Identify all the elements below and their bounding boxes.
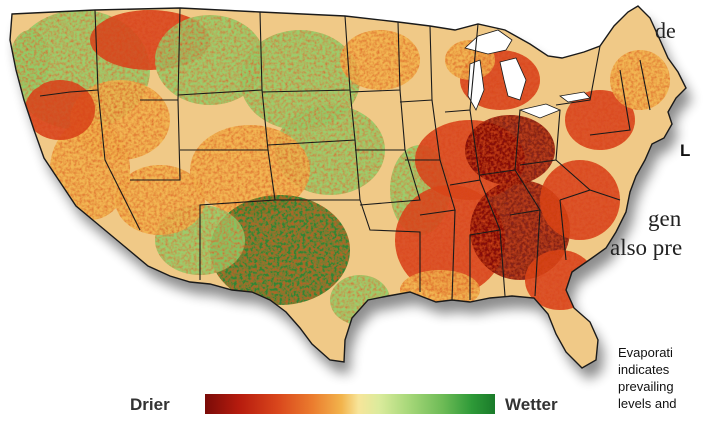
state-border — [39, 91, 71, 97]
state-border — [559, 199, 567, 261]
figure-caption: Evaporati indicates prevailing levels an… — [618, 344, 677, 412]
moisture-region — [115, 165, 205, 235]
moisture-region — [210, 195, 350, 305]
moisture-region — [50, 120, 130, 220]
legend-color-bar — [205, 394, 495, 414]
body-text-fragment-1: de — [655, 18, 676, 43]
state-border — [130, 99, 181, 181]
lake — [467, 59, 485, 111]
moisture-region — [400, 270, 480, 310]
legend-low-label: Drier — [130, 395, 170, 414]
state-border — [451, 209, 456, 301]
heading-fragment: L — [680, 141, 691, 160]
state-border — [639, 59, 651, 111]
caption-line: Evaporati — [618, 345, 673, 360]
moisture-region — [330, 275, 390, 325]
moisture-region — [565, 90, 635, 150]
state-border — [534, 209, 541, 297]
moisture-region — [155, 15, 265, 105]
caption-line: levels and — [618, 396, 677, 411]
moisture-region — [340, 30, 420, 90]
national-border — [9, 5, 687, 369]
caption-line: indicates — [618, 362, 670, 377]
moisture-region — [610, 50, 670, 110]
state-border — [555, 45, 601, 106]
state-border — [359, 149, 421, 206]
state-border — [359, 199, 421, 292]
state-border — [499, 229, 506, 297]
caption-line: prevailing — [618, 379, 674, 394]
moisture-region — [10, 30, 50, 90]
state-border — [97, 89, 141, 231]
lake — [499, 57, 527, 101]
moisture-region — [190, 125, 310, 215]
body-text-fragment-3: also pre — [610, 235, 683, 260]
body-text-fragment-2: gen — [648, 206, 682, 231]
map-legend: Drier Wetter — [0, 388, 707, 416]
state-border — [469, 179, 501, 300]
legend-high-label: Wetter — [505, 395, 558, 414]
lake — [464, 29, 513, 55]
state-border — [589, 69, 631, 136]
moisture-region — [465, 115, 555, 185]
state-border — [589, 189, 621, 201]
moisture-region — [25, 80, 95, 140]
state-border — [199, 149, 276, 280]
moisture-region — [540, 160, 620, 240]
